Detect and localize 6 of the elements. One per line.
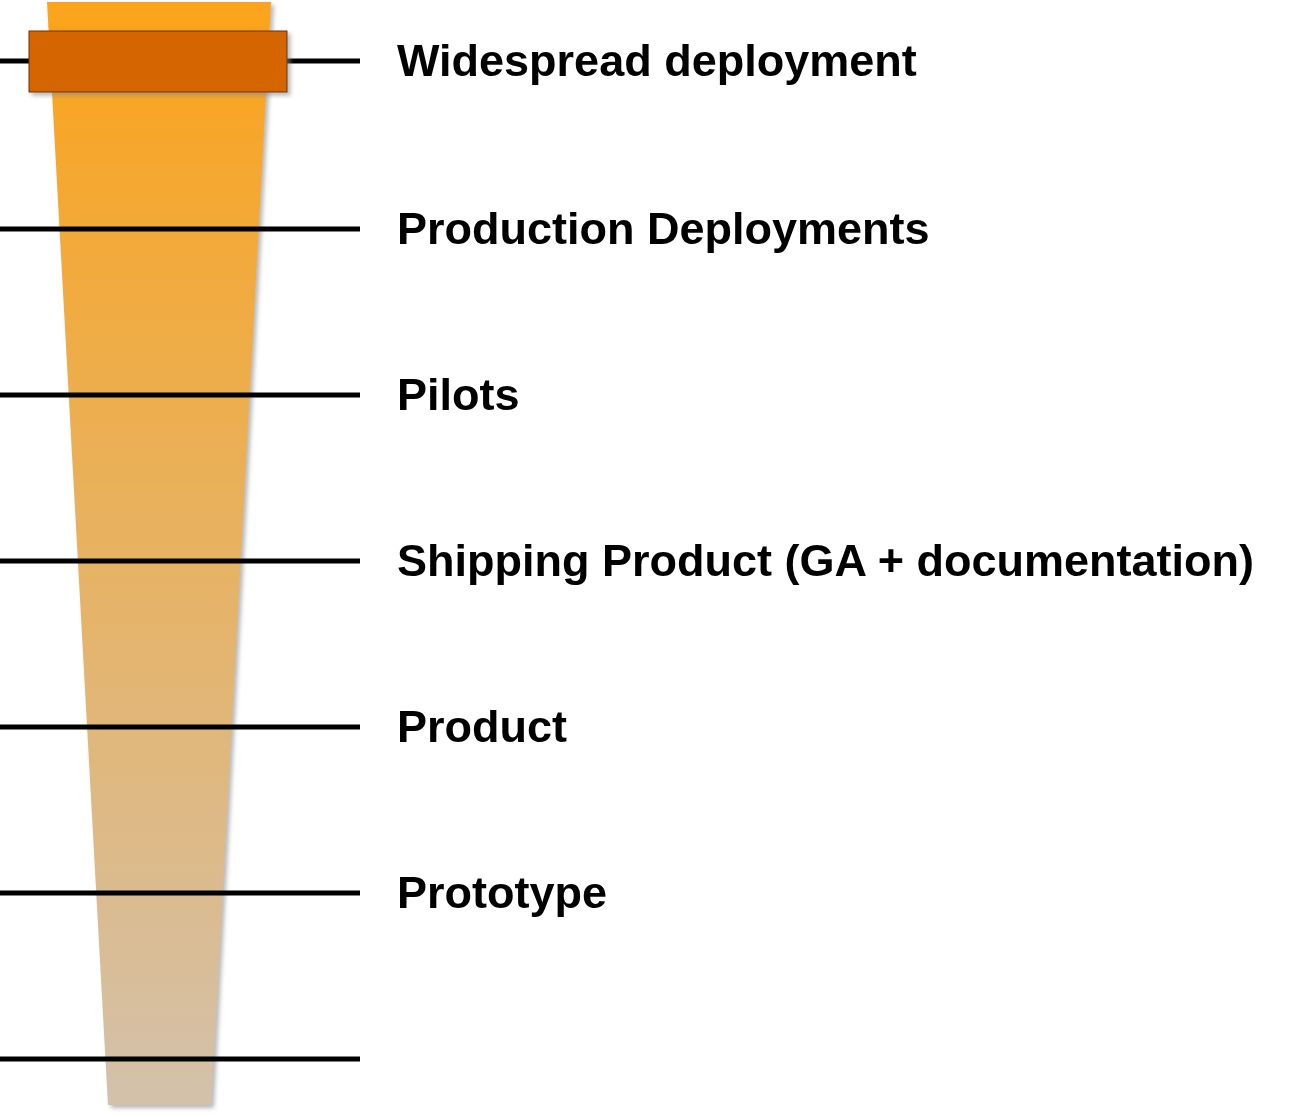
scale-label: Production Deployments bbox=[397, 202, 930, 256]
scale-label: Widespread deployment bbox=[397, 34, 917, 88]
scale-label: Product bbox=[397, 700, 567, 754]
scale-label: Shipping Product (GA + documentation) bbox=[397, 534, 1255, 588]
scale-label: Pilots bbox=[397, 368, 520, 422]
scale-label: Prototype bbox=[397, 866, 607, 920]
